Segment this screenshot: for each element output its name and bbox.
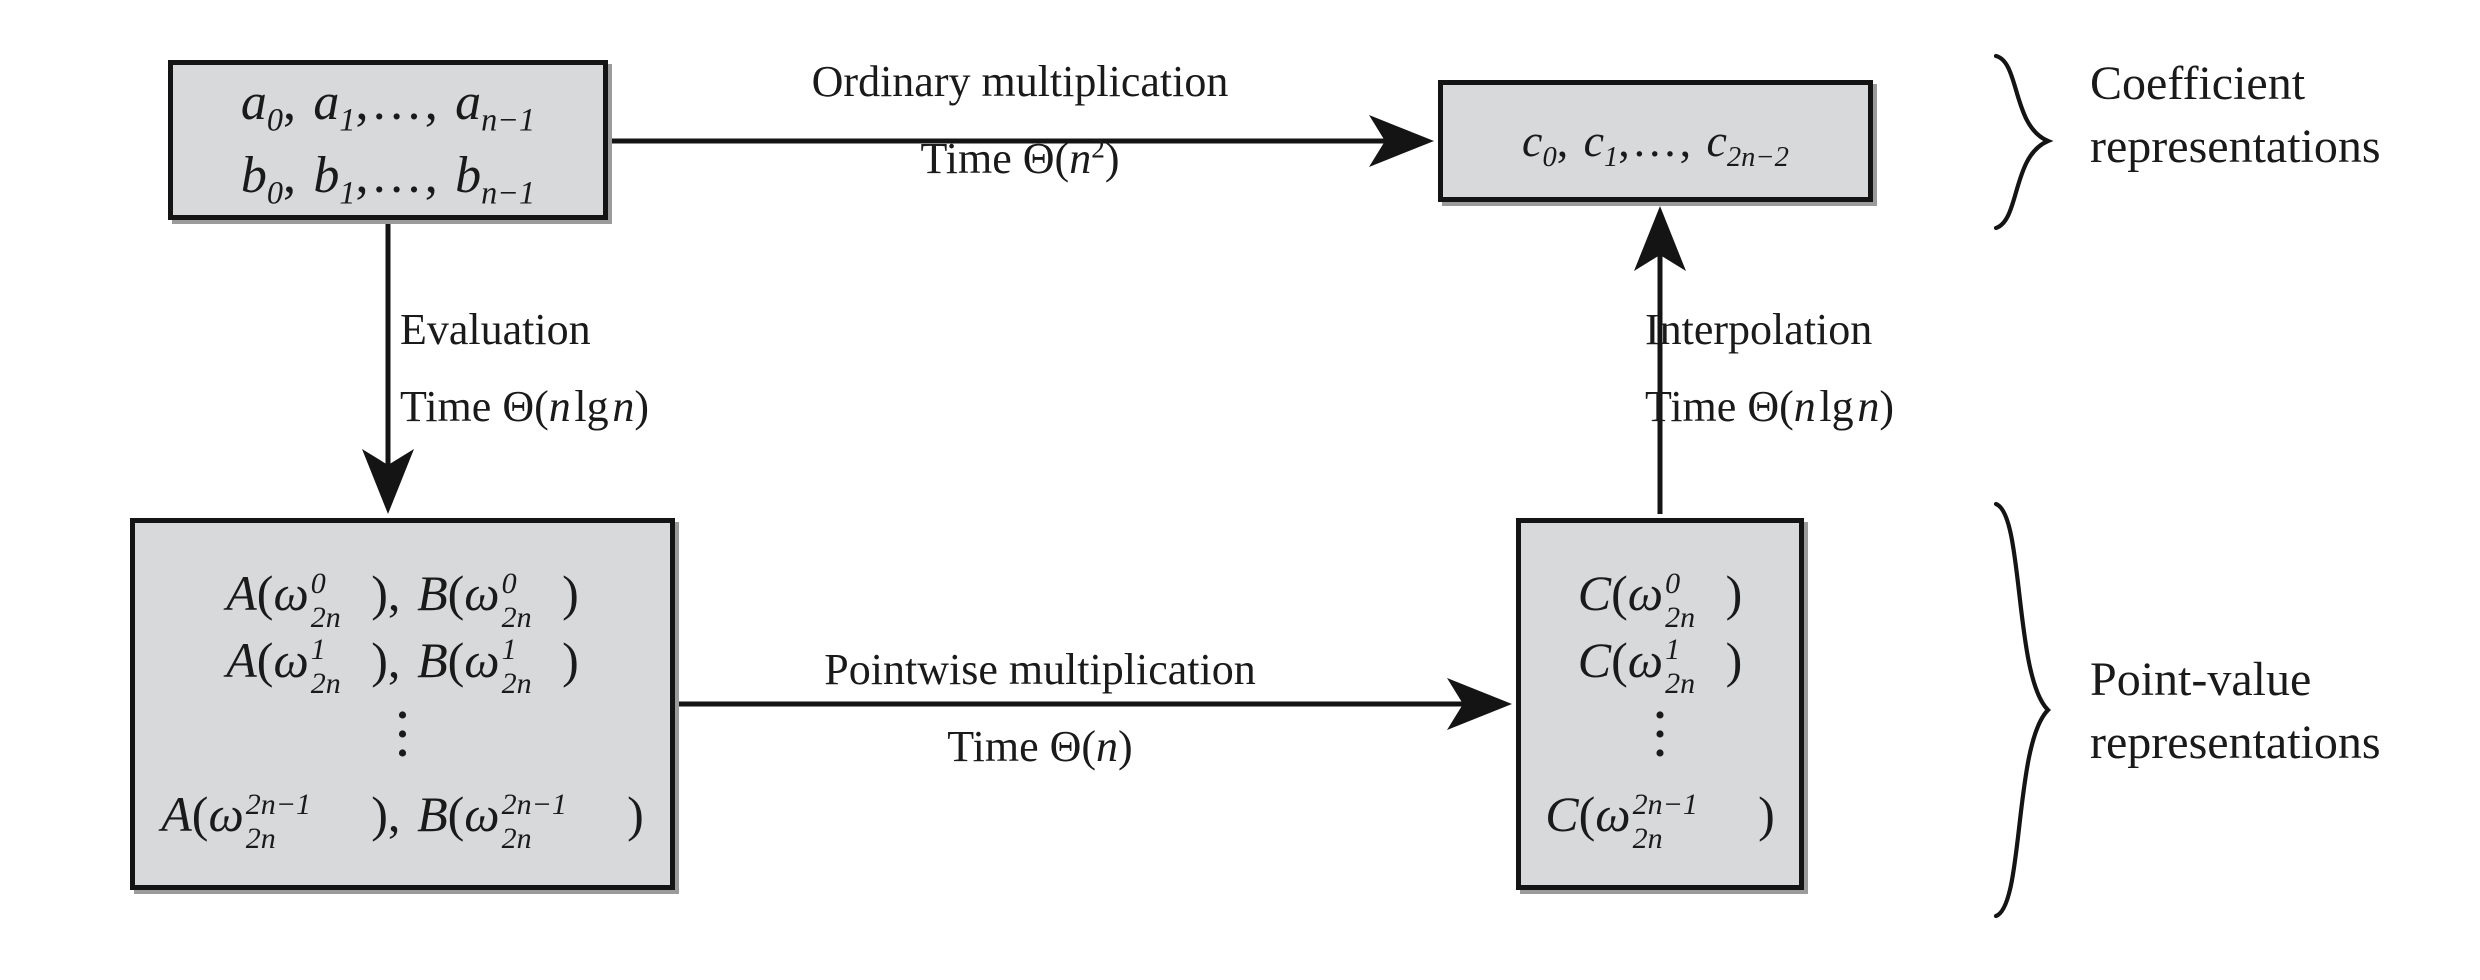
edge-label-pointwise-multiplication: Pointwise multiplication Time Θ(n) <box>720 640 1360 777</box>
caption-coefficient-line2: representations <box>2090 120 2381 174</box>
coefficient-input-line-b: b0, b1, . . . , bn−1 <box>240 147 536 211</box>
caption-pointvalue-line1: Point-value <box>2090 653 2312 706</box>
edge-label-interpolation-time: Time Θ(n lg n) <box>1645 381 1894 431</box>
caption-coefficient-representations: Coefficient representations <box>2090 52 2381 179</box>
edge-label-pointwise-multiplication-time: Time Θ(n) <box>947 721 1133 771</box>
brace-coefficient <box>1993 53 2054 231</box>
coefficient-output-box: c0, c1, . . . , c2n−2 <box>1438 80 1873 202</box>
coefficient-input-box: a0, a1, . . . , an−1 b0, b1, . . . , bn−… <box>168 60 608 220</box>
edge-label-interpolation-text: Interpolation <box>1645 305 1873 354</box>
coefficient-input-line-a: a0, a1, . . . , an−1 <box>240 74 536 138</box>
pointvalue-input-ellipsis: ••• <box>397 699 408 770</box>
coefficient-output-line-c: c0, c1, . . . , c2n−2 <box>1522 114 1789 174</box>
caption-coefficient-line1: Coefficient <box>2090 57 2306 110</box>
caption-pointvalue-representations: Point-value representations <box>2090 648 2381 775</box>
caption-pointvalue-line2: representations <box>2090 716 2381 770</box>
edge-label-interpolation: Interpolation Time Θ(n lg n) <box>1645 300 2105 437</box>
edge-label-evaluation-time: Time Θ(n lg n) <box>400 381 649 431</box>
brace-pointvalue <box>1993 501 2051 919</box>
edge-label-ordinary-multiplication: Ordinary multiplication Time Θ(n2) <box>700 52 1340 189</box>
edge-label-ordinary-multiplication-text: Ordinary multiplication <box>811 57 1229 106</box>
edge-label-pointwise-multiplication-text: Pointwise multiplication <box>824 645 1256 694</box>
edge-label-ordinary-multiplication-time: Time Θ(n2) <box>920 133 1120 183</box>
pointvalue-output-ellipsis: ••• <box>1654 699 1666 770</box>
edge-label-evaluation-text: Evaluation <box>400 305 591 354</box>
edge-label-evaluation: Evaluation Time Θ(n lg n) <box>400 300 860 437</box>
